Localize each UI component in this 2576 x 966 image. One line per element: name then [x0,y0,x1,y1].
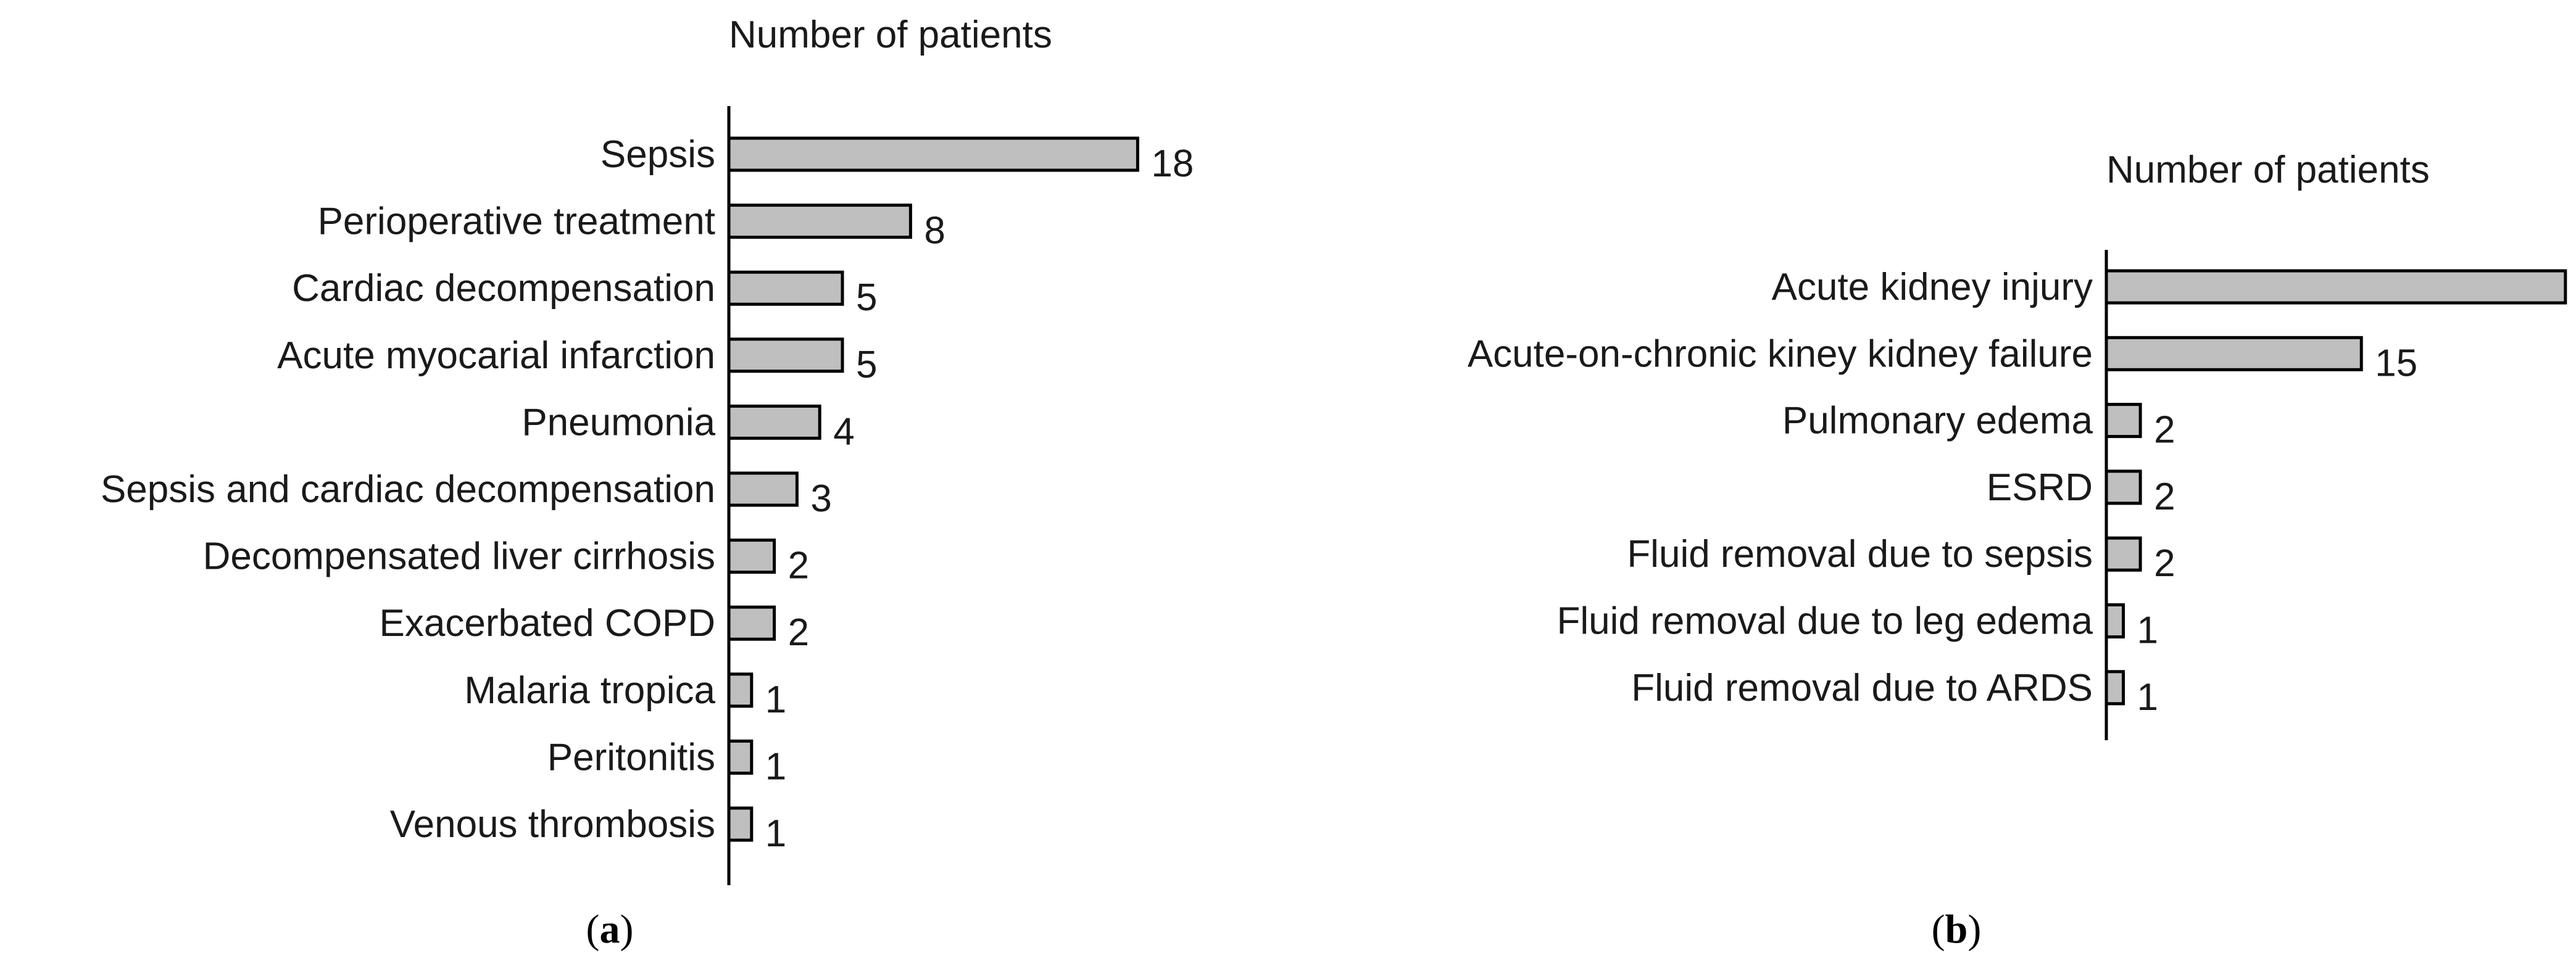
value-label-b-4: 2 [2154,542,2175,585]
value-label-a-1: 8 [924,210,945,252]
value-label-a-5: 3 [810,477,831,520]
bar-b-2 [2104,403,2142,439]
bar-a-10 [727,806,754,842]
value-label-a-3: 5 [856,344,877,386]
category-label-b-3: ESRD [1987,466,2093,509]
bars-group-b: Acute kidney injury27Acute-on-chronic ki… [1468,266,2567,719]
panel-label-a: (a) [586,907,634,952]
x-axis-title-b: Number of patients [2106,149,2430,191]
bar-a-8 [727,672,754,708]
panel-letter-a: a [600,907,620,952]
category-label-b-4: Fluid removal due to sepsis [1627,533,2093,576]
category-label-a-10: Venous thrombosis [390,803,715,846]
value-label-a-6: 2 [788,545,809,587]
bar-a-6 [727,539,776,574]
x-axis-title-a: Number of patients [729,14,1052,56]
category-label-b-2: Pulmonary edema [1782,400,2093,442]
category-label-a-9: Peritonitis [547,736,715,778]
bar-a-7 [727,605,776,641]
value-label-b-2: 2 [2154,409,2175,452]
category-label-a-8: Malaria tropica [464,669,715,712]
category-label-b-5: Fluid removal due to leg edema [1557,600,2093,643]
value-label-b-6: 1 [2137,676,2158,719]
chart-panel-b: Number of patients Acute kidney injury27… [1468,149,2567,952]
panel-label-b: (b) [1932,907,1982,952]
value-label-a-4: 4 [833,410,854,453]
category-label-a-6: Decompensated liver cirrhosis [203,535,715,578]
bar-b-3 [2104,469,2142,505]
bar-a-0 [727,136,1139,172]
value-label-a-9: 1 [765,745,786,788]
bar-b-1 [2104,336,2363,371]
bar-a-3 [727,337,844,373]
category-label-a-1: Perioperative treatment [318,200,715,243]
category-label-b-1: Acute-on-chronic kiney kidney failure [1468,332,2093,375]
bar-a-5 [727,471,799,507]
value-label-a-7: 2 [788,611,809,654]
value-label-b-3: 2 [2154,476,2175,518]
bar-a-1 [727,204,912,239]
category-label-a-0: Sepsis [600,133,715,176]
value-label-a-2: 5 [856,276,877,319]
value-label-a-10: 1 [765,812,786,855]
category-label-a-7: Exacerbated COPD [380,602,715,645]
bar-b-5 [2104,603,2125,638]
bar-b-0 [2104,269,2567,305]
category-label-b-0: Acute kidney injury [1772,266,2093,308]
value-label-b-1: 15 [2375,342,2417,384]
bar-a-4 [727,404,821,440]
category-label-b-6: Fluid removal due to ARDS [1631,667,2093,709]
category-label-a-2: Cardiac decompensation [292,267,715,310]
bar-a-9 [727,739,754,775]
bar-b-4 [2104,536,2142,572]
category-label-a-4: Pneumonia [521,401,715,444]
bar-b-6 [2104,670,2125,706]
value-label-a-8: 1 [765,679,786,721]
value-label-a-0: 18 [1151,142,1194,185]
category-label-a-5: Sepsis and cardiac decompensation [101,468,715,511]
category-label-a-3: Acute myocarial infarction [277,334,715,377]
bar-a-2 [727,270,844,306]
value-label-b-5: 1 [2137,609,2158,652]
panel-letter-b: b [1945,907,1968,952]
